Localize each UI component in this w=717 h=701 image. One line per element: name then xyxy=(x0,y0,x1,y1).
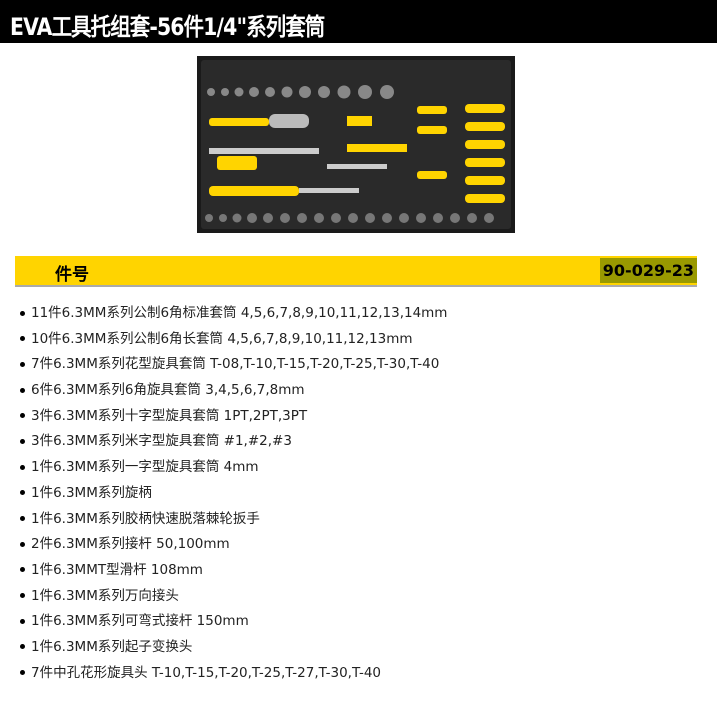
list-item: 1件6.3MM系列起子变换头 xyxy=(20,636,447,662)
bullet-icon xyxy=(20,618,25,624)
list-item: 7件中孔花形旋具头 T-10,T-15,T-20,T-25,T-27,T-30,… xyxy=(20,662,447,688)
list-item: 1件6.3MM系列胶柄快速脱落棘轮扳手 xyxy=(20,508,447,534)
list-item-text: 1件6.3MMT型滑杆 108mm xyxy=(31,561,203,578)
bullet-icon xyxy=(20,336,25,342)
contents-list: 11件6.3MM系列公制6角标准套筒 4,5,6,7,8,9,10,11,12,… xyxy=(20,302,447,687)
list-item: 1件6.3MM系列可弯式接杆 150mm xyxy=(20,610,447,636)
list-item: 11件6.3MM系列公制6角标准套筒 4,5,6,7,8,9,10,11,12,… xyxy=(20,302,447,328)
list-item: 1件6.3MMT型滑杆 108mm xyxy=(20,559,447,585)
list-item: 7件6.3MM系列花型旋具套筒 T-08,T-10,T-15,T-20,T-25… xyxy=(20,353,447,379)
list-item: 1件6.3MM系列旋柄 xyxy=(20,482,447,508)
list-item: 1件6.3MM系列万向接头 xyxy=(20,585,447,611)
product-image xyxy=(197,56,515,233)
bullet-icon xyxy=(20,361,25,367)
list-item-text: 3件6.3MM系列米字型旋具套筒 #1,#2,#3 xyxy=(31,433,292,450)
page-title: EVA工具托组套-56件1/4"系列套筒 xyxy=(10,13,325,41)
list-item-text: 3件6.3MM系列十字型旋具套筒 1PT,2PT,3PT xyxy=(31,407,308,424)
list-item: 1件6.3MM系列一字型旋具套筒 4mm xyxy=(20,456,447,482)
bullet-icon xyxy=(20,490,25,496)
list-item-text: 1件6.3MM系列起子变换头 xyxy=(31,638,193,655)
bullet-icon xyxy=(20,387,25,393)
list-item: 10件6.3MM系列公制6角长套筒 4,5,6,7,8,9,10,11,12,1… xyxy=(20,328,447,354)
list-item-text: 1件6.3MM系列可弯式接杆 150mm xyxy=(31,613,249,630)
list-item-text: 1件6.3MM系列胶柄快速脱落棘轮扳手 xyxy=(31,510,260,527)
list-item-text: 7件6.3MM系列花型旋具套筒 T-08,T-10,T-15,T-20,T-25… xyxy=(31,356,440,373)
list-item-text: 7件中孔花形旋具头 T-10,T-15,T-20,T-25,T-27,T-30,… xyxy=(31,664,382,681)
list-item-text: 1件6.3MM系列旋柄 xyxy=(31,484,152,501)
list-item: 6件6.3MM系列6角旋具套筒 3,4,5,6,7,8mm xyxy=(20,379,447,405)
bullet-icon xyxy=(20,464,25,470)
bullet-icon xyxy=(20,593,25,599)
list-item-text: 1件6.3MM系列万向接头 xyxy=(31,587,179,604)
bullet-icon xyxy=(20,644,25,650)
bullet-icon xyxy=(20,516,25,521)
bullet-icon xyxy=(20,438,25,444)
list-item-text: 1件6.3MM系列一字型旋具套筒 4mm xyxy=(31,459,259,476)
list-item-text: 10件6.3MM系列公制6角长套筒 4,5,6,7,8,9,10,11,12,1… xyxy=(31,330,413,347)
bullet-icon xyxy=(20,310,25,316)
list-item: 3件6.3MM系列十字型旋具套筒 1PT,2PT,3PT xyxy=(20,405,447,431)
part-number-bar: 件号 90-029-23 xyxy=(15,256,697,287)
list-item-text: 11件6.3MM系列公制6角标准套筒 4,5,6,7,8,9,10,11,12,… xyxy=(31,305,448,321)
bullet-icon xyxy=(20,567,25,573)
title-bar: EVA工具托组套-56件1/4"系列套筒 xyxy=(0,0,717,43)
part-number-value: 90-029-23 xyxy=(599,258,697,283)
part-number-label: 件号 xyxy=(55,265,89,285)
bullet-icon xyxy=(20,413,25,419)
list-item-text: 2件6.3MM系列接杆 50,100mm xyxy=(31,536,230,553)
bullet-icon xyxy=(20,670,25,676)
bullet-icon xyxy=(20,541,25,547)
list-item-text: 6件6.3MM系列6角旋具套筒 3,4,5,6,7,8mm xyxy=(31,382,305,399)
list-item: 3件6.3MM系列米字型旋具套筒 #1,#2,#3 xyxy=(20,430,447,456)
list-item: 2件6.3MM系列接杆 50,100mm xyxy=(20,533,447,559)
